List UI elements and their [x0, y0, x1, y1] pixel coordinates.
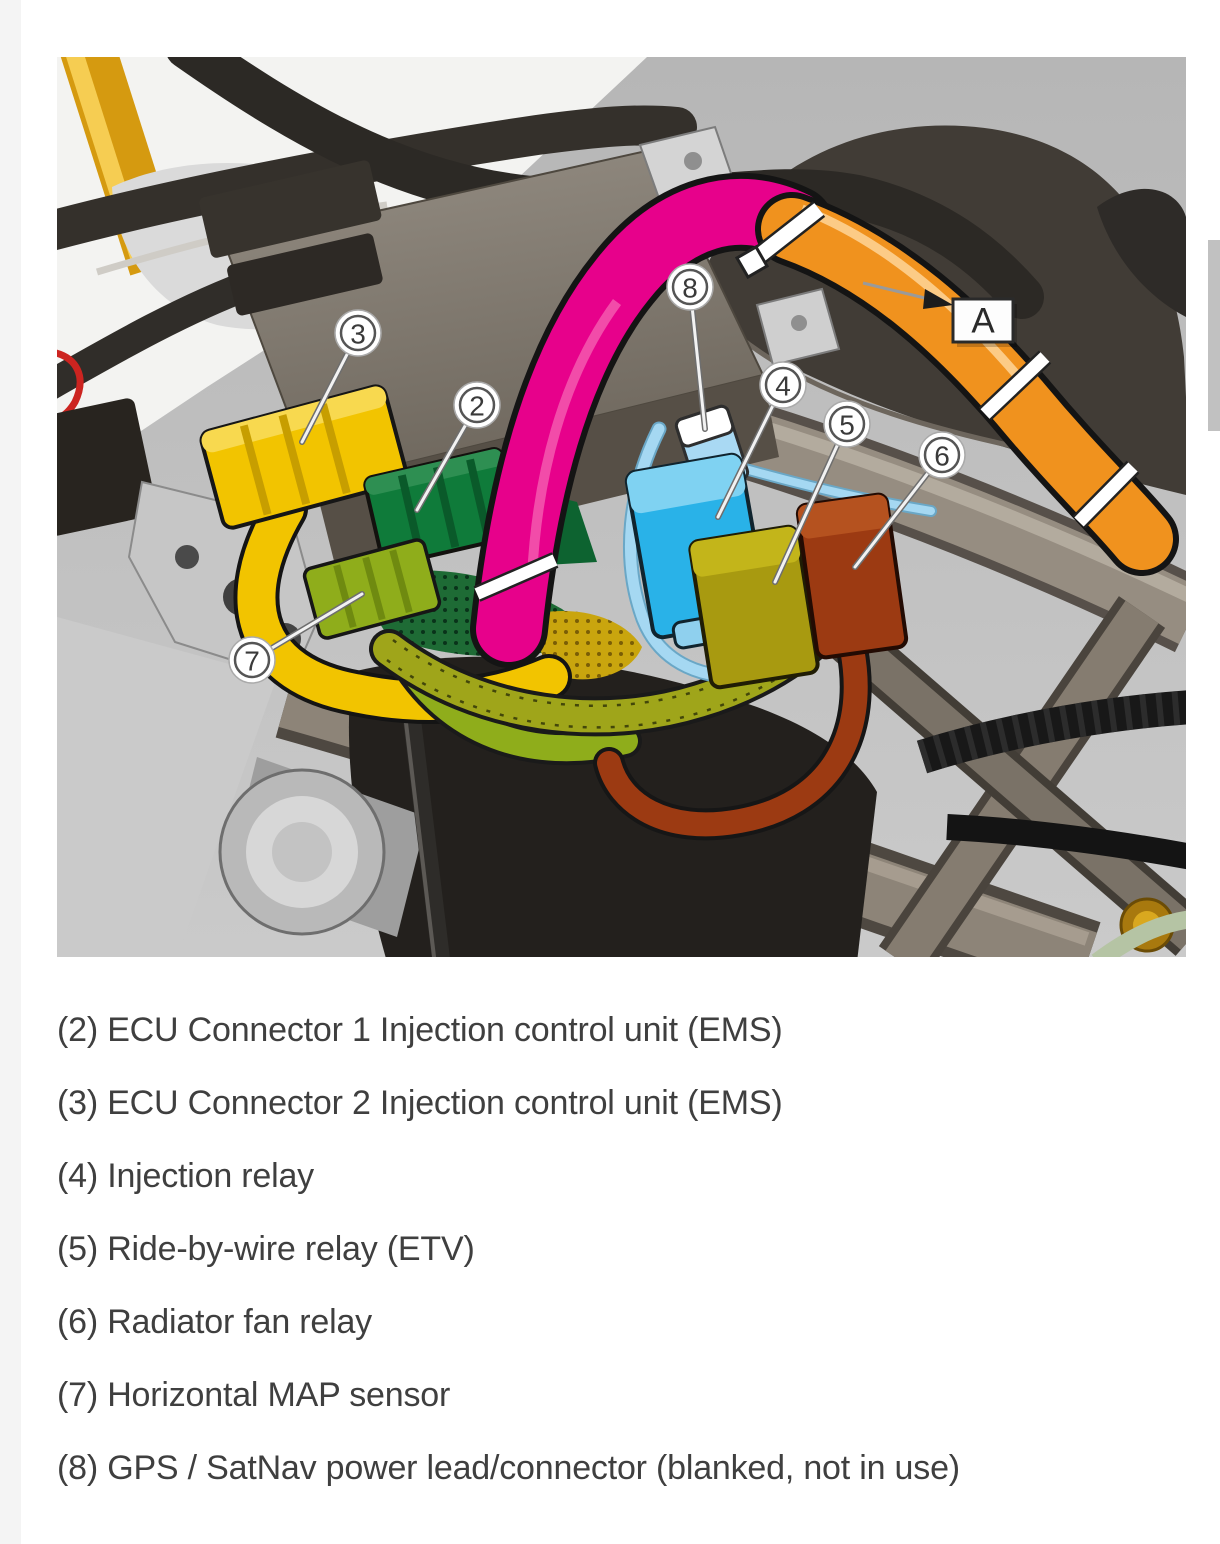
legend-item-5: (5) Ride-by-wire relay (ETV) [57, 1230, 475, 1268]
magenta-hose [476, 178, 828, 662]
left-gutter [0, 0, 21, 1544]
legend-item-6: (6) Radiator fan relay [57, 1303, 372, 1341]
callout-8-number: 8 [682, 273, 698, 304]
legend-item-3: (3) ECU Connector 2 Injection control un… [57, 1084, 783, 1122]
callout-6-number: 6 [934, 441, 950, 472]
callout-3: 3 [334, 309, 382, 357]
diagram-illustration: A 2 3 4 5 6 7 8 [57, 57, 1186, 957]
leader-8 [687, 284, 708, 432]
leader-5 [772, 421, 850, 585]
callout-8: 8 [666, 263, 714, 311]
legend-item-8: (8) GPS / SatNav power lead/connector (b… [57, 1449, 960, 1487]
arrow-to-a [862, 281, 953, 309]
callout-3-number: 3 [350, 319, 366, 350]
orange-hose-highlight [800, 204, 1026, 384]
area-label-text: A [971, 302, 995, 341]
callout-4-number: 4 [775, 371, 791, 402]
magenta-hose-highlight [527, 299, 622, 578]
callout-5: 5 [823, 400, 871, 448]
legend-item-7: (7) Horizontal MAP sensor [57, 1376, 451, 1414]
callout-5-number: 5 [839, 410, 855, 441]
wrapped-hose-top [57, 105, 697, 251]
cable-tie-junction [734, 201, 826, 280]
scrollbar-thumb[interactable] [1208, 240, 1220, 431]
brown-loop [597, 637, 868, 837]
wrapped-hose-left [57, 267, 272, 399]
horizontal-map-sensor [302, 538, 442, 640]
legend: (2) ECU Connector 1 Injection control un… [57, 994, 1157, 1505]
leader-4 [715, 382, 786, 520]
corrugated-hose-ribs [916, 690, 1186, 774]
tank-dark-edge [1097, 188, 1186, 317]
ecu-connector-2-yellow [199, 384, 409, 530]
coolant-hose-green [1091, 910, 1186, 957]
hose-clamp-2 [1072, 460, 1140, 529]
legend-item-4: (4) Injection relay [57, 1157, 314, 1195]
lower-hose [946, 814, 1186, 870]
callout-4: 4 [759, 361, 807, 409]
black-connector-box [57, 398, 157, 536]
red-wire [57, 349, 84, 423]
cable-tie-magenta [473, 552, 559, 602]
callout-7: 7 [228, 636, 276, 684]
callout-2: 2 [453, 381, 501, 429]
diagram-photo: A 2 3 4 5 6 7 8 [57, 57, 1186, 957]
frame-brace-tubes [800, 593, 1186, 957]
hose-clamp-1 [978, 350, 1052, 421]
callout-6: 6 [918, 431, 966, 479]
clutch-cover-hub [272, 822, 332, 882]
ride-by-wire-relay [688, 524, 820, 690]
callout-2-number: 2 [469, 391, 485, 422]
legend-item-2: (2) ECU Connector 1 Injection control un… [57, 1011, 783, 1049]
floor [57, 617, 277, 957]
area-label-a: A [951, 297, 1017, 347]
callout-7-number: 7 [244, 646, 260, 677]
